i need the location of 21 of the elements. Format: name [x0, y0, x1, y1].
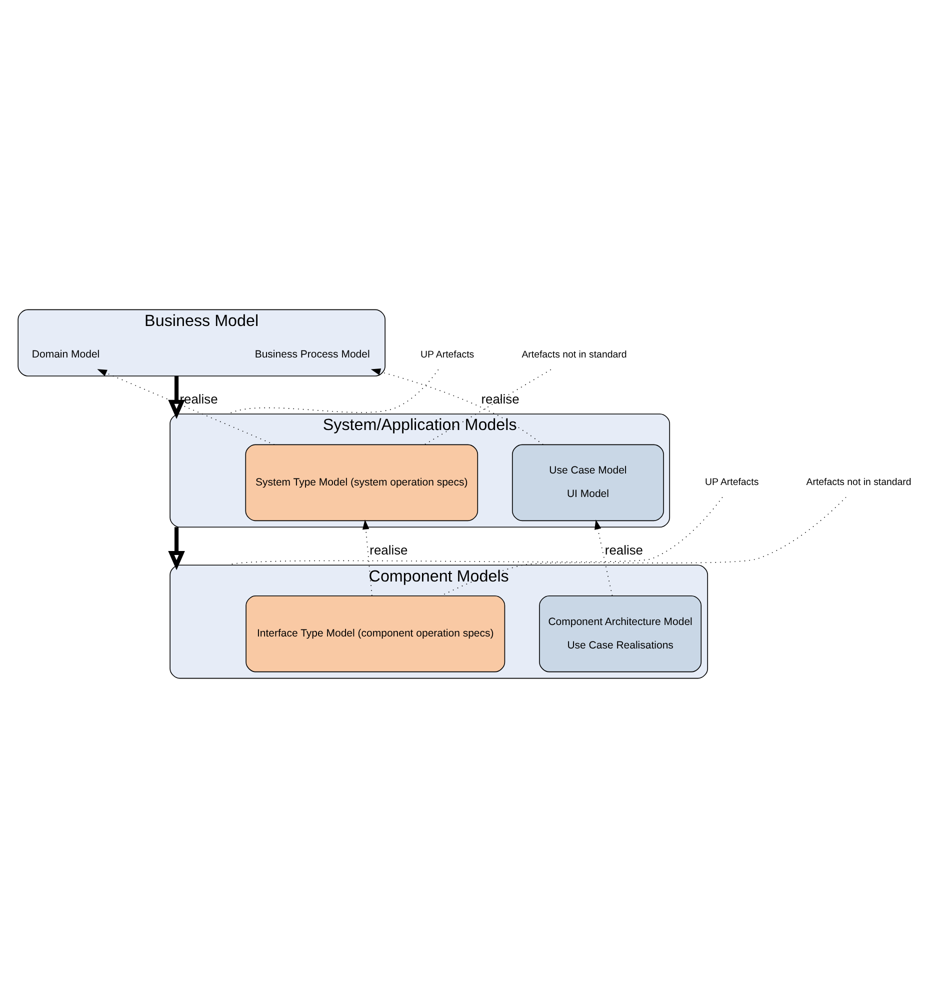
node-text: Artefacts not in standard — [522, 349, 627, 360]
node-text: Artefacts not in standard — [806, 477, 912, 488]
node-text: Domain Model — [32, 348, 100, 361]
node-text: UP Artefacts — [420, 349, 474, 360]
node-box: System Type Model (system operation specs) — [245, 444, 478, 522]
edge-label: realise — [604, 542, 643, 558]
arrow — [168, 527, 185, 570]
arrow — [362, 520, 372, 596]
edge-label: realise — [370, 542, 408, 558]
node-box: Interface Type Model (component operation specs) — [246, 595, 506, 672]
node-box: Use Case Model UI Model — [512, 444, 664, 522]
node-box: Component Architecture Model Use Case Realisations — [539, 595, 702, 672]
arrow — [168, 376, 185, 420]
arrow — [97, 369, 275, 446]
arrow — [370, 368, 544, 445]
connector — [424, 369, 552, 446]
node-text: Business Process Model — [254, 348, 370, 361]
edge-label: realise — [180, 391, 218, 406]
arrow — [594, 520, 613, 596]
edge-label: realise — [481, 391, 520, 406]
node-text: UP Artefacts — [705, 477, 759, 488]
